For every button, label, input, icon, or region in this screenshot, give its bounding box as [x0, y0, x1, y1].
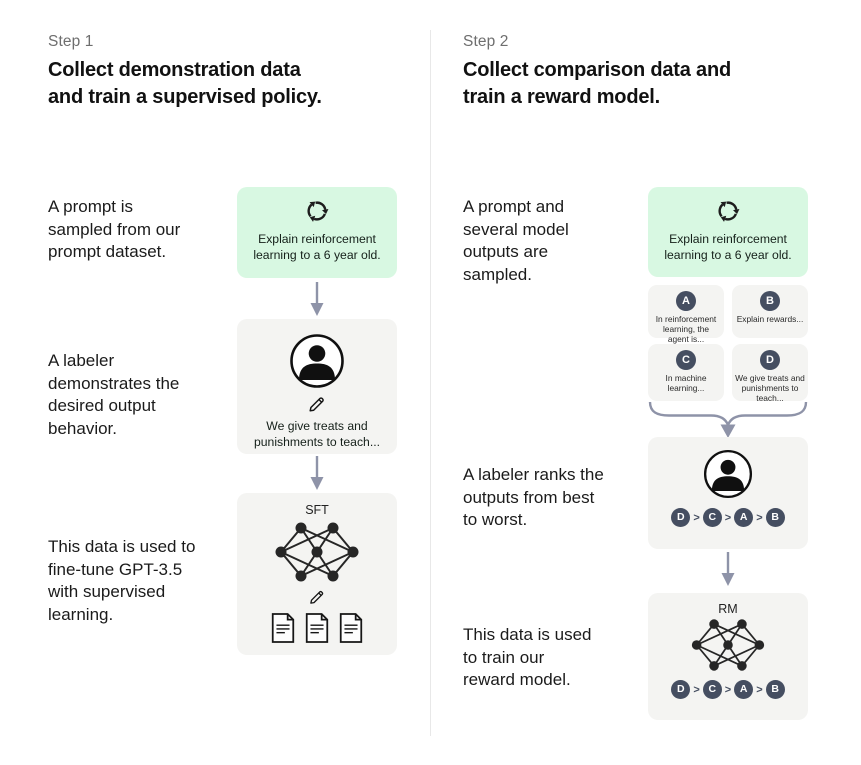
pencil-icon	[308, 588, 326, 606]
rank-separator: >	[693, 683, 700, 696]
step2-label: Step 2	[463, 33, 509, 50]
pencil-icon	[307, 394, 327, 414]
step2-caption-data: This data is used to train our reward mo…	[463, 625, 592, 689]
column-divider	[430, 30, 431, 736]
step1-caption-labeler: A labeler demonstrates the desired outpu…	[48, 351, 180, 438]
output-text-b: Explain rewards...	[736, 314, 804, 324]
sft-label: SFT	[305, 503, 329, 517]
step1-title: Collect demonstration data and train a s…	[48, 59, 322, 108]
step2-caption-prompt: A prompt and several model outputs are s…	[463, 197, 569, 284]
rank-badge: D	[671, 680, 691, 699]
step2-caption-labeler: A labeler ranks the outputs from best to…	[463, 465, 604, 529]
person-icon	[702, 448, 754, 500]
rank-badge: D	[671, 508, 691, 527]
rank-badge: B	[765, 680, 785, 699]
output-text-d: We give treats and punishments to teach.…	[735, 373, 805, 404]
rank-badge: C	[702, 508, 722, 527]
rank-badge: A	[734, 680, 754, 699]
model-outputs-grid: A In reinforcement learning, the agent i…	[648, 285, 808, 404]
rank-separator: >	[724, 511, 732, 524]
badge-b: B	[760, 291, 780, 311]
down-arrow-icon	[309, 455, 325, 491]
neural-network-icon	[690, 618, 766, 672]
step2-rm-box: RM D > C > A	[648, 593, 808, 720]
output-box-c: C In machine learning...	[648, 344, 724, 401]
step1-sft-box: SFT	[237, 493, 397, 655]
rank-badge: A	[734, 508, 754, 527]
neural-network-icon	[274, 521, 360, 583]
down-arrow-icon	[720, 551, 736, 587]
rank-separator: >	[756, 683, 763, 696]
badge-d: D	[760, 350, 780, 370]
rank-badge: C	[702, 680, 722, 699]
person-icon	[288, 332, 346, 390]
step1-caption-prompt: A prompt is sampled from our prompt data…	[48, 197, 181, 261]
rm-label: RM	[718, 602, 738, 616]
step1-label: Step 1	[48, 33, 94, 50]
output-box-a: A In reinforcement learning, the agent i…	[648, 285, 724, 344]
step1-prompt-text: Explain reinforcement learning to a 6 ye…	[253, 232, 381, 262]
merge-brace-icon	[648, 401, 808, 439]
step2-labeler-box: D > C > A > B	[648, 437, 808, 549]
step2-prompt-box: Explain reinforcement learning to a 6 ye…	[648, 187, 808, 277]
rank-separator: >	[693, 511, 700, 524]
step1-labeler-box: We give treats and punishments to teach.…	[237, 319, 397, 454]
cycle-icon	[715, 198, 741, 224]
ranking-row: D > C > A > B	[671, 680, 785, 699]
badge-a: A	[676, 291, 696, 311]
output-box-d: D We give treats and punishments to teac…	[732, 344, 808, 404]
cycle-icon	[304, 198, 330, 224]
step2-prompt-text: Explain reinforcement learning to a 6 ye…	[664, 232, 792, 262]
step1-labeler-text: We give treats and punishments to teach.…	[253, 419, 380, 449]
rank-badge: B	[765, 508, 785, 527]
rank-separator: >	[756, 511, 763, 524]
rank-separator: >	[724, 683, 732, 696]
step2-title: Collect comparison data and train a rewa…	[463, 59, 731, 108]
step1-prompt-box: Explain reinforcement learning to a 6 ye…	[237, 187, 397, 278]
documents-icon	[269, 612, 365, 644]
down-arrow-icon	[309, 281, 325, 317]
badge-c: C	[676, 350, 696, 370]
ranking-row: D > C > A > B	[671, 508, 785, 527]
step1-caption-data: This data is used to fine-tune GPT-3.5 w…	[48, 537, 196, 624]
output-text-a: In reinforcement learning, the agent is.…	[655, 314, 717, 345]
output-box-b: B Explain rewards...	[732, 285, 808, 338]
output-text-c: In machine learning...	[665, 373, 707, 394]
